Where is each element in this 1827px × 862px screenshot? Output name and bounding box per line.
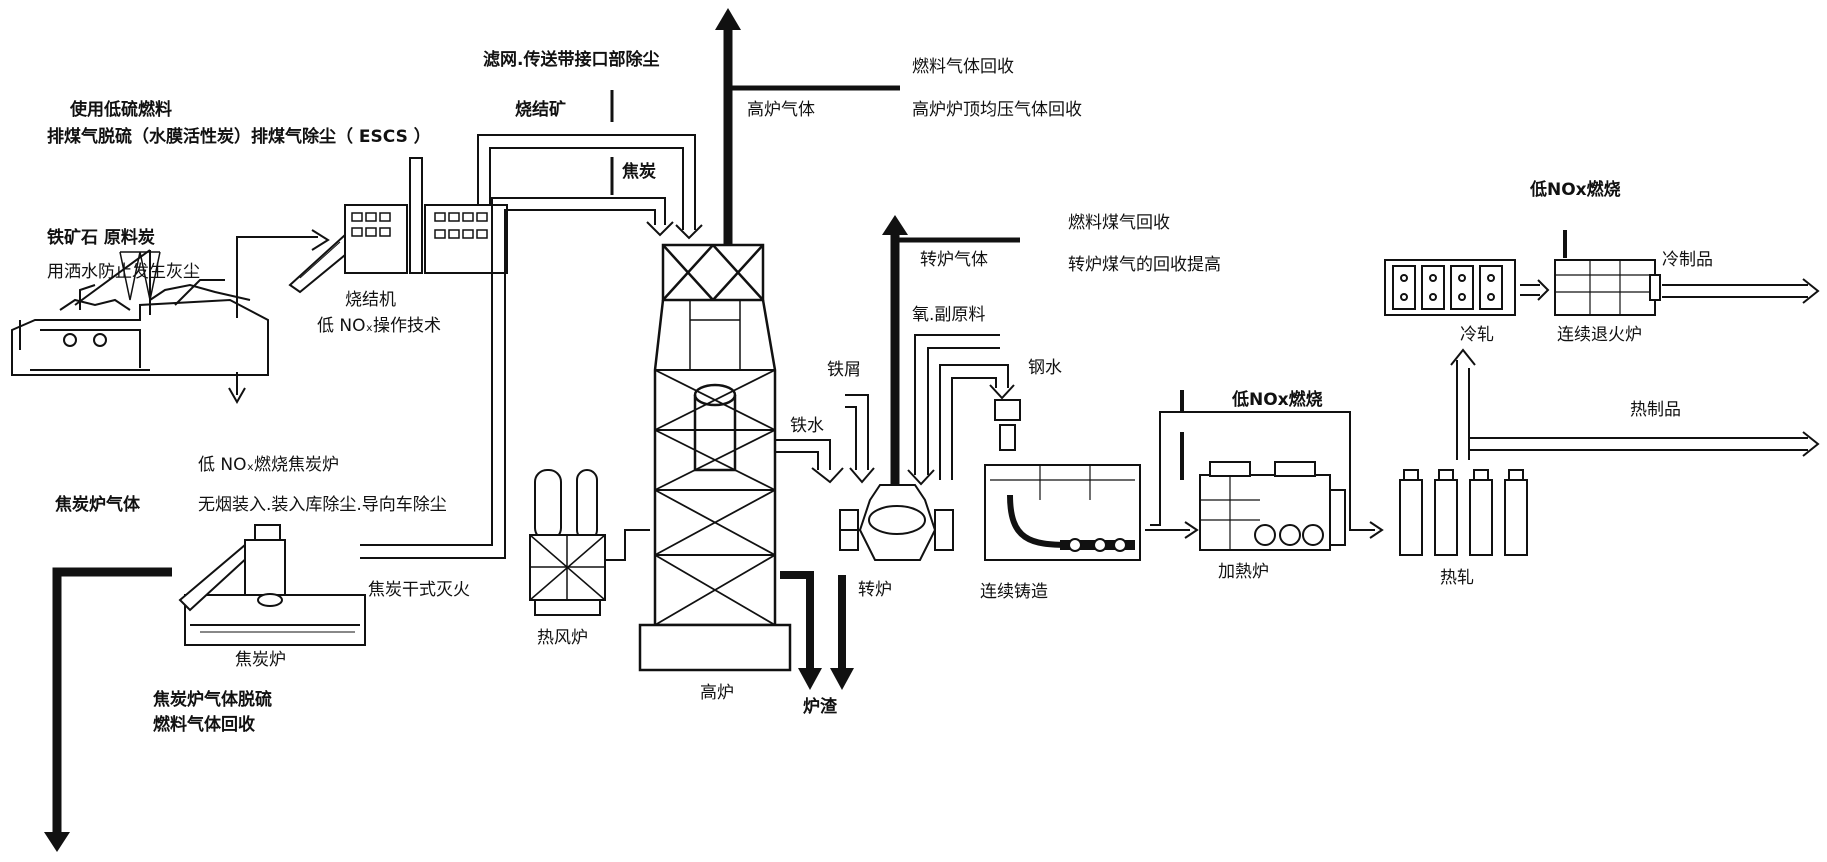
fuel-gas-recovery-label: 燃料气体回收 (912, 57, 1014, 77)
converter-label: 转炉 (858, 580, 892, 600)
molten-steel-label: 钢水 (1028, 358, 1062, 378)
fuel-coal-gas-recovery-label: 燃料煤气回收 (1068, 213, 1170, 233)
hot-rolling-mills-illustration (1399, 469, 1528, 556)
bf-gas-line (715, 8, 900, 245)
slag-outputs (780, 571, 854, 690)
yard-down-arrow (228, 372, 246, 405)
hot-stove-illustration (529, 469, 650, 616)
coke-oven-label: 焦炭炉 (235, 650, 286, 670)
coke-dry-quench-label: 焦炭干式灭火 (368, 580, 470, 600)
filter-dust-label: 滤网.传送带接口部除尘 (483, 50, 660, 70)
cold-to-annealing-arrow (1520, 279, 1550, 301)
coke-top-label: 焦炭 (622, 162, 656, 182)
coke-to-sinter-supply-line (360, 197, 603, 559)
reheating-furnace-illustration (1199, 461, 1346, 551)
low-nox-coke-oven-label: 低 NOₓ燃烧焦炭炉 (198, 455, 340, 475)
hot-metal-line (775, 439, 844, 484)
hot-rolling-output-arrows (1450, 348, 1820, 460)
scrap-line (845, 394, 875, 484)
yard-to-sinter-arrow (236, 229, 330, 318)
blast-furnace-illustration (638, 243, 792, 672)
low-sulfur-fuel-label: 使用低硫燃料 (70, 100, 172, 120)
fuel-gas-recovery2-label: 燃料气体回收 (153, 715, 255, 735)
oxygen-sub-label: 氧.副原料 (912, 305, 986, 325)
water-spray-label: 用洒水防止发生灰尘 (47, 262, 200, 282)
sinter-machine-label: 烧结机 (345, 290, 396, 310)
bof-gas-label: 转炉气体 (920, 250, 988, 270)
coke-oven-gas-label: 焦炭炉气体 (55, 495, 140, 515)
coke-gas-desulf-label: 焦炭炉气体脱硫 (153, 690, 272, 710)
low-nox-operation-label: 低 NOₓ操作技术 (317, 316, 442, 336)
bof-gas-line (882, 215, 1020, 490)
scrap-label: 铁屑 (827, 360, 861, 380)
low-nox-burn-1-label: 低NOx燃烧 (1232, 390, 1323, 410)
sinter-plant-illustration (288, 157, 508, 294)
hot-metal-label: 铁水 (790, 416, 824, 436)
caster-to-reheat-arrow (1145, 411, 1384, 539)
blast-furnace-label: 高炉 (700, 683, 734, 703)
cold-products-label: 冷制品 (1662, 250, 1713, 270)
sinter-ore-label: 烧结矿 (515, 100, 566, 120)
caster-illustration (984, 399, 1141, 561)
converter-illustration (839, 484, 954, 561)
cold-rolling-label: 冷轧 (1460, 325, 1494, 345)
bf-gas-label: 高炉气体 (747, 100, 815, 120)
coke-oven-gas-line (44, 567, 172, 852)
coke-oven-illustration (178, 524, 366, 646)
iron-ore-coal-label: 铁矿石 原料炭 (47, 228, 155, 248)
hot-stove-label: 热风炉 (537, 628, 588, 648)
continuous-casting-label: 连续铸造 (980, 582, 1048, 602)
bof-gas-improve-label: 转炉煤气的回收提高 (1068, 255, 1221, 275)
top-pressure-recovery-label: 高炉炉顶均压气体回收 (912, 100, 1082, 120)
hot-products-label: 热制品 (1630, 400, 1681, 420)
continuous-annealing-label: 连续退火炉 (1557, 325, 1642, 345)
continuous-annealing-illustration (1554, 259, 1661, 316)
steel-to-caster-line (939, 364, 1015, 480)
low-nox-burn-2-label: 低NOx燃烧 (1530, 180, 1621, 200)
reheating-furnace-label: 加熱炉 (1218, 562, 1269, 582)
raw-material-yard-illustration (11, 249, 269, 376)
smokeless-charging-label: 无烟装入.装入库除尘.导向车除尘 (198, 495, 447, 515)
cold-rolling-mill-illustration (1384, 259, 1516, 316)
coke-to-furnace-arrow (603, 197, 674, 237)
hot-rolling-label: 热轧 (1440, 568, 1474, 588)
cold-products-arrow (1662, 278, 1820, 304)
exhaust-desulf-label: 排煤气脱硫（水膜活性炭）排煤气除尘（ ESCS ） (47, 127, 431, 147)
oxygen-supply-line (907, 334, 1000, 486)
sinter-to-furnace-arrow (477, 134, 703, 240)
slag-label: 炉渣 (803, 697, 837, 717)
